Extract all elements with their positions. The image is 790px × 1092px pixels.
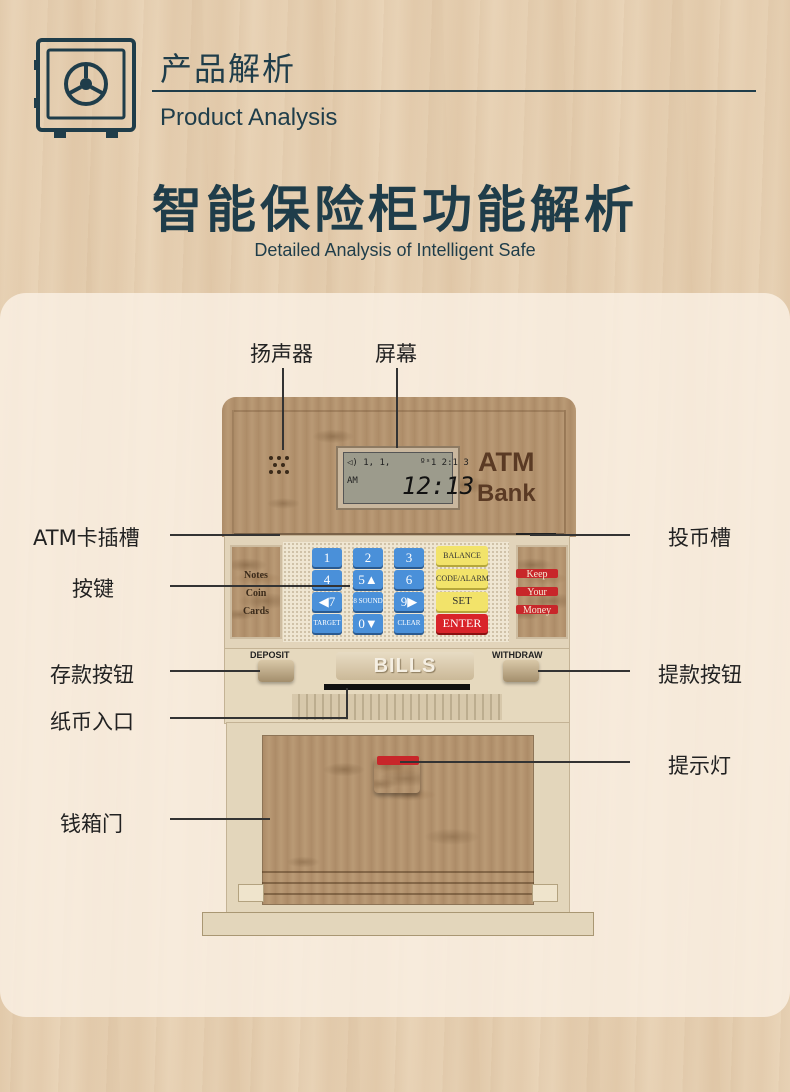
withdraw-button[interactable] <box>503 660 539 682</box>
line-bill-slot-v <box>346 688 348 719</box>
key-6[interactable]: 6 <box>394 570 424 589</box>
line-coin-slot <box>530 534 630 536</box>
key-0[interactable]: 0▼ <box>353 614 383 633</box>
lcd-indicator: ◁) 1, 1, <box>347 458 391 468</box>
deposit-label: DEPOSIT <box>250 650 290 660</box>
left-panel-cards: Cards <box>242 606 270 617</box>
line-card-slot <box>170 534 280 536</box>
right-panel-keep: Keep <box>516 569 558 580</box>
right-foot <box>532 884 558 902</box>
deposit-button[interactable] <box>258 660 294 682</box>
left-foot <box>238 884 264 902</box>
left-info-panel <box>230 545 282 639</box>
key-7[interactable]: ◀7 <box>312 592 342 611</box>
right-panel-your: Your <box>516 587 558 598</box>
brand-bank: Bank <box>477 480 536 507</box>
section-title: 产品解析 <box>160 50 297 88</box>
line-bill-slot-h <box>170 717 348 719</box>
line-indicator <box>400 761 630 763</box>
label-cash-door: 钱箱门 <box>60 812 123 836</box>
label-withdraw: 提款按钮 <box>658 663 742 687</box>
label-bill-slot: 纸币入口 <box>50 710 134 734</box>
key-4[interactable]: 4 <box>312 570 342 589</box>
label-deposit: 存款按钮 <box>50 663 134 687</box>
line-speaker <box>282 368 284 450</box>
key-balance[interactable]: BALANCE <box>436 546 488 565</box>
left-panel-notes: Notes <box>244 570 268 581</box>
line-keys <box>170 585 350 587</box>
key-enter[interactable]: ENTER <box>436 614 488 633</box>
key-target[interactable]: TARGET <box>312 614 342 633</box>
section-subtitle: Product Analysis <box>160 104 338 131</box>
label-keys: 按键 <box>72 577 114 601</box>
label-speaker: 扬声器 <box>250 342 313 366</box>
lcd-am: AM <box>347 476 358 486</box>
key-3[interactable]: 3 <box>394 548 424 567</box>
key-set[interactable]: SET <box>436 592 488 611</box>
header-divider <box>152 90 756 92</box>
key-8-sound[interactable]: 8 SOUND <box>353 592 383 611</box>
key-clear[interactable]: CLEAR <box>394 614 424 633</box>
safe-icon <box>34 38 136 138</box>
right-panel-money: Money <box>516 605 558 616</box>
key-9[interactable]: 9▶ <box>394 592 424 611</box>
label-screen: 屏幕 <box>375 342 417 366</box>
bills-plate: BILLS <box>336 652 474 680</box>
label-coin-slot: 投币槽 <box>668 526 731 550</box>
lcd-small-time: ºˢ1 2:1 3 <box>420 458 469 468</box>
bill-slot <box>324 684 470 690</box>
key-1[interactable]: 1 <box>312 548 342 567</box>
key-5[interactable]: 5▲ <box>353 570 383 589</box>
withdraw-label: WITHDRAW <box>492 650 543 660</box>
lcd-time: 12:13 <box>402 472 475 500</box>
door-grooves <box>262 862 534 902</box>
speaker-grille <box>264 451 294 481</box>
brand-atm: ATM <box>478 447 535 477</box>
indicator-light <box>377 756 419 765</box>
page-subtitle: Detailed Analysis of Intelligent Safe <box>254 240 536 260</box>
left-panel-coin: Coin <box>245 588 267 599</box>
line-deposit <box>170 670 260 672</box>
line-cash-door <box>170 818 270 820</box>
lcd-screen <box>343 452 453 504</box>
ribbed-panel <box>292 694 502 720</box>
label-indicator: 提示灯 <box>668 754 731 778</box>
page-title: 智能保险柜功能解析 <box>152 181 638 239</box>
line-withdraw <box>538 670 630 672</box>
key-2[interactable]: 2 <box>353 548 383 567</box>
key-code-alarm[interactable]: CODE/ALARM <box>436 569 489 588</box>
line-screen <box>396 368 398 448</box>
label-card-slot: ATM卡插槽 <box>33 526 140 550</box>
device-base <box>202 912 594 936</box>
